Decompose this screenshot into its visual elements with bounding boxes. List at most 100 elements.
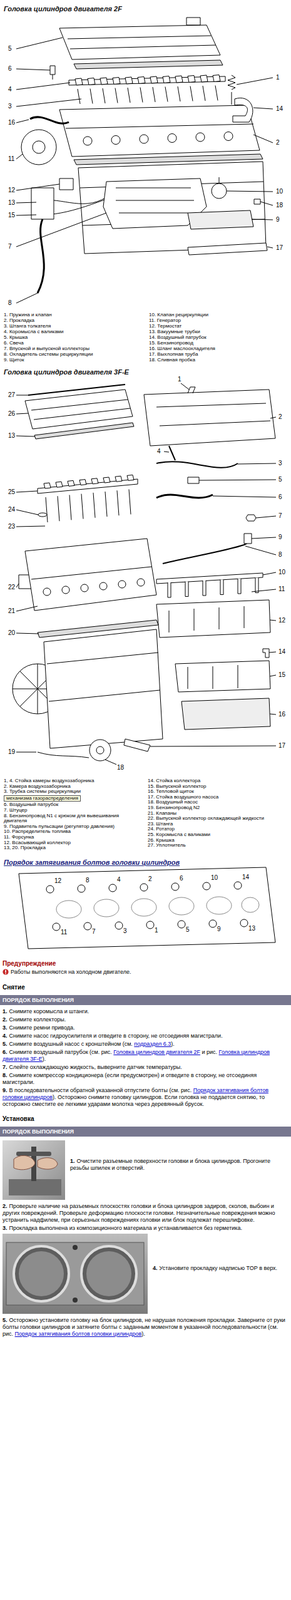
callout-number: 2: [275, 138, 281, 146]
part-detail: [57, 495, 60, 521]
tooltip: механизма газораспределения: [3, 794, 81, 802]
text-label: 6. Свеча: [3, 339, 142, 346]
callout-number: 23: [7, 522, 16, 530]
step-number: 5.: [2, 1040, 8, 1047]
callout-number: 12: [277, 616, 286, 624]
text-label: 5. Крышка: [3, 334, 142, 340]
procedure-bar: ПОРЯДОК ВЫПОЛНЕНИЯ: [0, 994, 291, 1005]
part-detail: [128, 488, 131, 514]
callout-number: 15: [277, 670, 286, 678]
step-number: 8.: [2, 1071, 8, 1078]
warning-text: Работы выполняются на холодном двигателе…: [10, 968, 131, 975]
bolt-hole: [111, 135, 121, 145]
text-label: 14. Стойка коллектора: [147, 777, 290, 784]
bolt-hole: [80, 583, 89, 592]
part-detail: [202, 85, 206, 101]
part-detail: [212, 75, 221, 82]
text-label: 8. Охладитель системы рециркуляции: [3, 351, 142, 357]
part-detail: [55, 481, 63, 487]
callout-number: 7: [7, 242, 13, 250]
part-detail: [43, 482, 51, 489]
part-detail: [112, 77, 121, 85]
text-label: 17. Выхлопная труба: [148, 351, 288, 357]
text-label: 12. Всасывающий коллектор: [3, 839, 143, 846]
bolt-hole: [46, 884, 54, 893]
text-label: 13, 20. Прокладка: [3, 844, 143, 851]
text-label: 19. Бензинопровод N2: [147, 804, 290, 811]
text-label: В последовательности обратной указанной …: [9, 1086, 193, 1093]
text-label: 9. Щиток: [3, 356, 142, 363]
text-label: Прокладка выполнена из композиционного м…: [9, 1224, 243, 1231]
part-detail: [175, 75, 183, 83]
part-detail: [220, 579, 224, 595]
callout-number: 7: [91, 927, 97, 935]
step-number: 4.: [2, 1031, 8, 1039]
step-number: 7.: [2, 1063, 8, 1070]
section-heading: Головка цилиндров двигателя 2F: [3, 5, 123, 14]
part-detail: [167, 582, 171, 598]
photo: [2, 1139, 66, 1200]
callout-number: 3: [122, 926, 128, 934]
step-number: 3.: [2, 1224, 8, 1231]
step-number: 3.: [2, 1023, 8, 1031]
text-label: 26. Крышка: [147, 837, 290, 843]
callout-number: 20: [7, 628, 16, 636]
text-label: 18. Воздушный насос: [147, 799, 290, 805]
callout-number: 27: [7, 391, 16, 399]
text-label: 14. Воздушный патрубок: [148, 334, 288, 340]
step-number: 2.: [2, 1015, 8, 1022]
callout-number: 19: [7, 747, 16, 755]
part-detail: [125, 76, 133, 84]
callout-number: 14: [275, 105, 284, 113]
text-label: 15. Выпускной коллектор: [147, 783, 290, 790]
bolt-hole: [202, 881, 211, 890]
step-number: 5.: [2, 1316, 8, 1323]
part-detail: [162, 76, 171, 84]
part-detail: [202, 580, 206, 596]
text-label: 7. Штуцер: [3, 807, 143, 813]
text-label: 23. Штанга: [147, 821, 290, 827]
bolt-hole: [146, 920, 154, 929]
text-label: 2. Прокладка: [3, 317, 142, 323]
part-detail: [77, 88, 81, 104]
text-label: ).: [141, 1329, 146, 1337]
callout-number: 10: [277, 568, 286, 576]
text-label: 4. Коромысла с валиками: [3, 328, 142, 335]
callout-number: 12: [53, 876, 62, 884]
text-label: Очистите разъемные поверхности головки и…: [70, 1157, 271, 1171]
part-detail: [140, 87, 143, 103]
callout-number: 25: [7, 488, 16, 496]
bolt-hole: [115, 921, 123, 929]
callout-number: 18: [275, 201, 284, 209]
step-number: 9.: [2, 1086, 8, 1093]
callout-number: 4: [156, 447, 162, 455]
text-label: 22. Выпускной коллектор охлаждающей жидк…: [147, 815, 290, 822]
text-label: Снимите компрессор кондиционера (если пр…: [2, 1071, 257, 1085]
bolt-hole: [43, 587, 51, 596]
callout-number: 9: [277, 533, 283, 541]
callout-number: 8: [277, 550, 283, 558]
step-number: 2.: [2, 1202, 8, 1209]
part-detail: [102, 88, 106, 104]
step-number: 1.: [2, 1007, 8, 1014]
part-detail: [127, 87, 131, 103]
callout-number: 1: [275, 73, 281, 81]
callout-number: 21: [7, 607, 16, 614]
text-label: 9. Подавитель пульсации (регулятор давле…: [3, 823, 143, 830]
step-number: 4.: [152, 1264, 158, 1271]
text-label: 11. Форсунка: [3, 834, 143, 840]
warning-title: Предупреждение: [2, 959, 56, 967]
text-label: Слейте охлаждающую жидкость, выверните д…: [9, 1063, 183, 1070]
callout-number: 5: [185, 925, 191, 933]
callout-number: 6: [178, 874, 184, 882]
bolt-hole: [177, 919, 186, 928]
callout-number: 22: [7, 583, 16, 591]
callout-number: 26: [7, 409, 16, 417]
text-label: ).: [170, 1040, 175, 1047]
callout-number: 17: [277, 741, 286, 749]
bar-title: ПОРЯДОК ВЫПОЛНЕНИЯ: [2, 996, 74, 1003]
step-number: 6.: [2, 1048, 8, 1055]
text-label: 1. Пружина и клапан: [3, 311, 142, 318]
callout-number: 1: [177, 375, 183, 383]
bolt-hole: [139, 134, 149, 144]
